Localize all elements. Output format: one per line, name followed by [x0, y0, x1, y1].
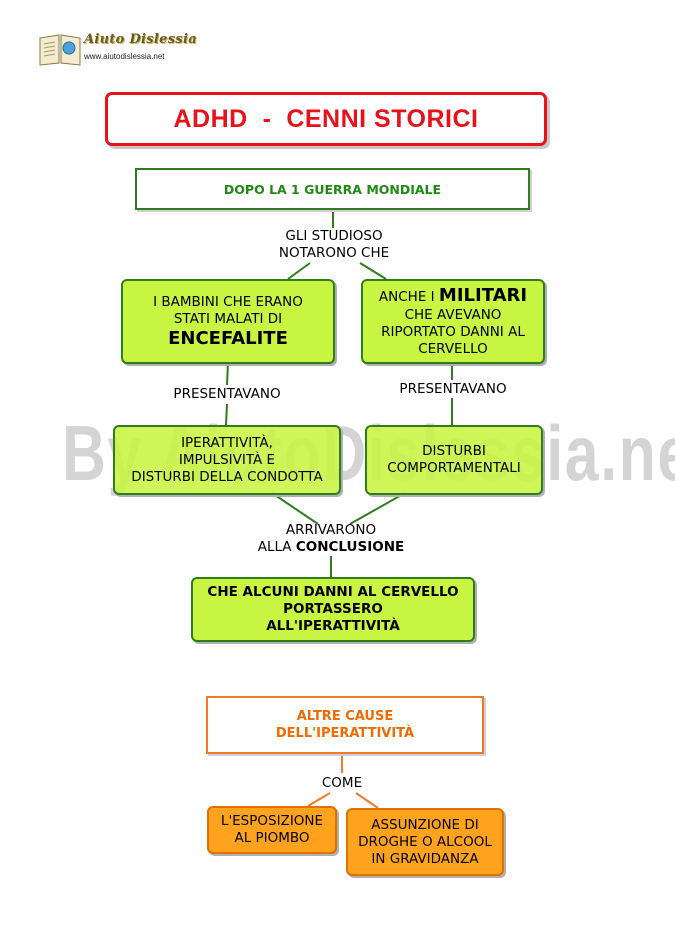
page-title: ADHD - CENNI STORICI [173, 104, 479, 133]
connector-left-label-to-box [225, 403, 228, 426]
label-come: COME [312, 775, 372, 792]
book-icon [39, 34, 81, 66]
connector-split-to-left-box [287, 262, 311, 280]
node-piombo: L'ESPOSIZIONE AL PIOMBO [207, 806, 337, 854]
node-iperattivita: IPERATTIVITÀ, IMPULSIVITÀ E DISTURBI DEL… [113, 425, 341, 495]
logo-title: Aiuto Dislessia [84, 32, 197, 47]
militari-heading-line: ANCHE I MILITARI [378, 285, 528, 306]
site-logo[interactable]: Aiuto Dislessia www.aiutodislessia.net [38, 30, 198, 70]
header-box: DOPO LA 1 GUERRA MONDIALE [135, 168, 530, 210]
node-militari: ANCHE I MILITARI CHE AVEVANO RIPORTATO D… [361, 279, 545, 364]
connector-come-to-left [307, 792, 331, 807]
connector-left-box-to-label [226, 361, 229, 386]
emphasis-militari: MILITARI [438, 285, 528, 306]
node-disturbi-comportamentali: DISTURBI COMPORTAMENTALI [365, 425, 543, 495]
connector-come-to-right [355, 792, 379, 809]
header-text: DOPO LA 1 GUERRA MONDIALE [223, 181, 442, 197]
connector-right-box-to-conclusion-label [349, 492, 406, 525]
connector-split-to-right-box [359, 262, 387, 280]
logo-url: www.aiutodislessia.net [84, 52, 165, 61]
connector-label-conclusione: ARRIVARONO ALLA CONCLUSIONE [257, 522, 405, 555]
label-presentavano-right: PRESENTAVANO [386, 381, 520, 398]
node-altre-cause: ALTRE CAUSE DELL'IPERATTIVITÀ [206, 696, 484, 754]
connector-left-box-to-conclusion-label [271, 492, 319, 525]
node-bambini-encefalite: I BAMBINI CHE ERANO STATI MALATI DI ENCE… [121, 279, 335, 364]
node-droghe-alcool: ASSUNZIONE DI DROGHE O ALCOOL IN GRAVIDA… [346, 808, 504, 876]
connector-label-studiosi: GLI STUDIOSO NOTARONO CHE [278, 228, 390, 261]
label-presentavano-left: PRESENTAVANO [160, 386, 294, 403]
emphasis-encefalite: ENCEFALITE [168, 327, 288, 349]
page-title-box: ADHD - CENNI STORICI [105, 92, 547, 146]
node-conclusione: CHE ALCUNI DANNI AL CERVELLO PORTASSERO … [191, 577, 475, 642]
